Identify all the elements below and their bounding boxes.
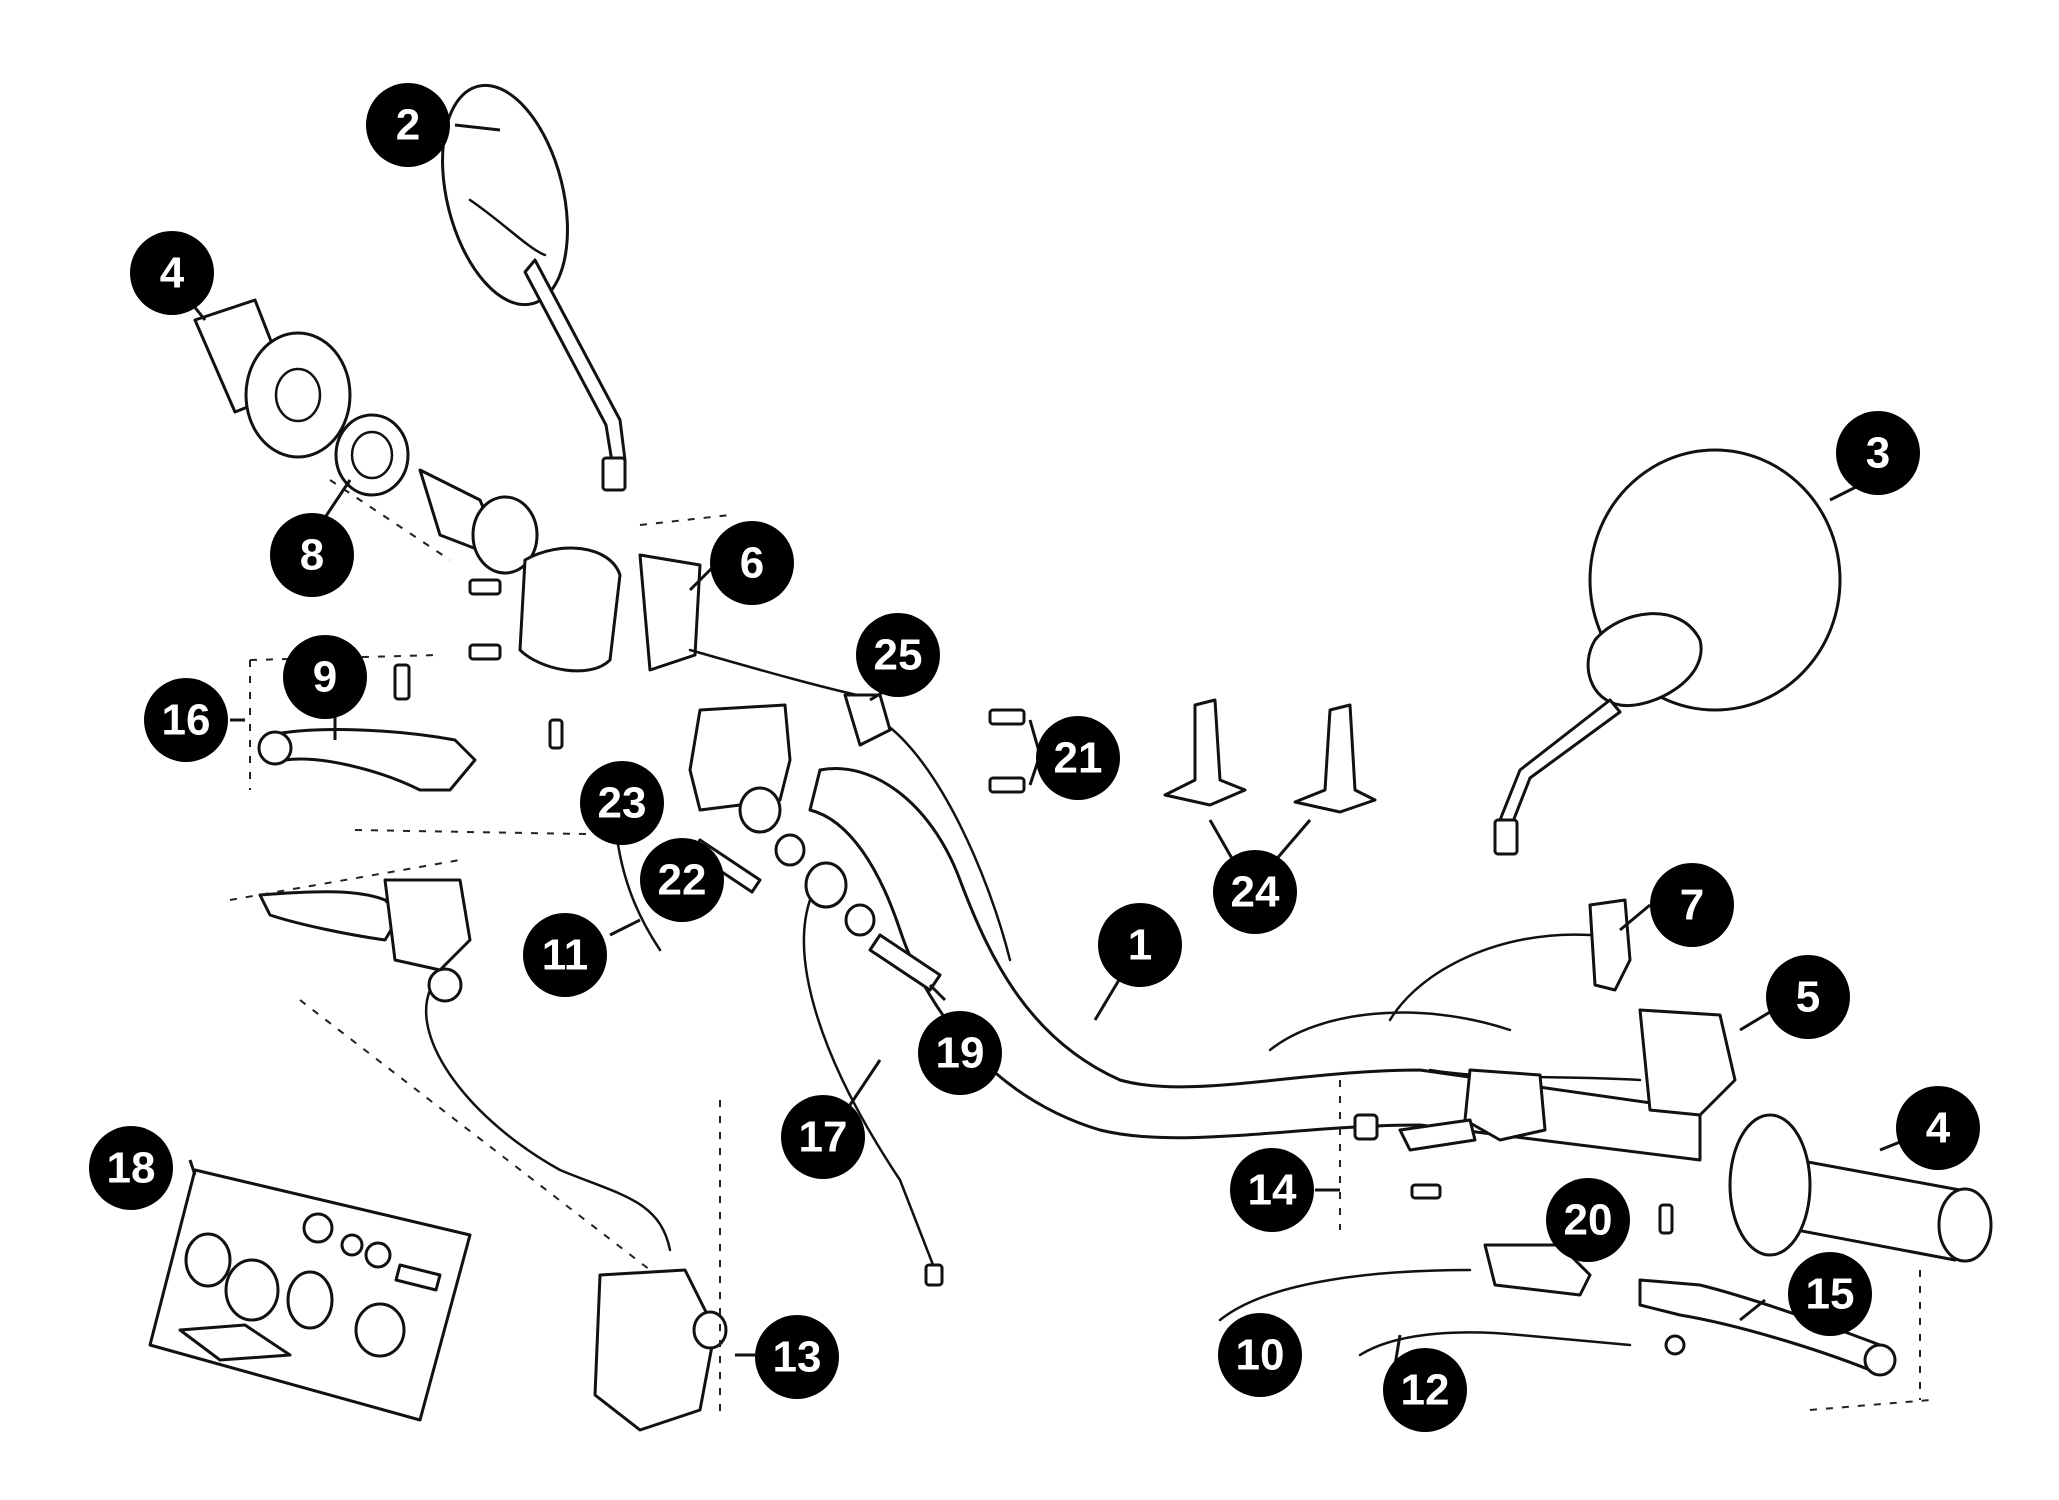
- callout-5: 5: [1766, 955, 1850, 1039]
- switch-housing-left: [518, 546, 882, 702]
- callout-11: 11: [523, 913, 607, 997]
- throttle-cable: [1218, 1268, 1472, 1322]
- grip-right: [1728, 1113, 1993, 1263]
- svg-text:6: 6: [740, 539, 764, 588]
- svg-text:3: 3: [1866, 429, 1890, 478]
- brake-hose: [802, 861, 944, 1287]
- svg-text:5: 5: [1796, 973, 1820, 1022]
- svg-text:9: 9: [313, 653, 337, 702]
- brake-caliper: [593, 1268, 728, 1432]
- svg-text:21: 21: [1054, 734, 1103, 783]
- svg-text:20: 20: [1564, 1196, 1613, 1245]
- svg-text:25: 25: [874, 631, 923, 680]
- lever-left: [249, 654, 477, 792]
- svg-text:4: 4: [1926, 1104, 1951, 1153]
- callout-10: 10: [1218, 1313, 1302, 1397]
- callout-1: 1: [1098, 903, 1182, 987]
- svg-text:23: 23: [598, 779, 647, 828]
- callout-3: 3: [1836, 411, 1920, 495]
- svg-text:10: 10: [1236, 1331, 1285, 1380]
- callout-8: 8: [270, 513, 354, 597]
- callout-23: 23: [580, 761, 664, 845]
- svg-text:14: 14: [1248, 1166, 1297, 1215]
- callout-13: 13: [755, 1315, 839, 1399]
- svg-text:11: 11: [542, 931, 589, 980]
- svg-text:24: 24: [1231, 868, 1280, 917]
- callout-17: 17: [781, 1095, 865, 1179]
- svg-text:16: 16: [162, 696, 211, 745]
- callout-7: 7: [1650, 863, 1734, 947]
- clutch-perch: [1483, 1243, 1592, 1297]
- svg-text:17: 17: [799, 1113, 848, 1162]
- svg-text:18: 18: [107, 1144, 156, 1193]
- callout-18: 18: [89, 1126, 173, 1210]
- svg-text:22: 22: [658, 856, 707, 905]
- grip-left: [193, 298, 352, 459]
- mirror-left: [441, 83, 627, 492]
- guide-lines: [229, 479, 1931, 1420]
- callout-16: 16: [144, 678, 228, 762]
- svg-text:2: 2: [396, 101, 420, 150]
- svg-text:13: 13: [773, 1333, 822, 1382]
- callout-22: 22: [640, 838, 724, 922]
- handlebar-clamp: [843, 693, 892, 747]
- callout-2: 2: [366, 83, 450, 167]
- svg-text:19: 19: [936, 1029, 985, 1078]
- callout-12: 12: [1383, 1348, 1467, 1432]
- brake-lever-assembly: [258, 878, 672, 1252]
- callout-21: 21: [1036, 716, 1120, 800]
- callout-24: 24: [1213, 850, 1297, 934]
- bar-end-plug-a: [1163, 698, 1247, 807]
- throttle-tube: [418, 468, 539, 575]
- svg-text:1: 1: [1128, 921, 1152, 970]
- callout-14: 14: [1230, 1148, 1314, 1232]
- caliper-seal-kit: [148, 1168, 472, 1422]
- svg-text:7: 7: [1680, 881, 1704, 930]
- callout-19: 19: [918, 1011, 1002, 1095]
- svg-text:8: 8: [300, 531, 324, 580]
- callout-4-right: 4: [1896, 1086, 1980, 1170]
- callout-9: 9: [283, 635, 367, 719]
- svg-text:15: 15: [1806, 1270, 1855, 1319]
- handlebar: [808, 718, 1702, 1162]
- callout-6: 6: [710, 521, 794, 605]
- bar-end-plug-b: [1293, 703, 1377, 814]
- master-cylinder: [688, 703, 806, 867]
- svg-text:12: 12: [1401, 1366, 1450, 1415]
- mirror-right: [1493, 448, 1842, 856]
- screw-set-left: [393, 578, 1026, 794]
- lever-bracket-right: [1339, 1068, 1547, 1230]
- svg-text:4: 4: [160, 249, 185, 298]
- bolt: [844, 903, 942, 992]
- brake-light-switch: [1388, 898, 1632, 1022]
- callout-20: 20: [1546, 1178, 1630, 1262]
- callout-25: 25: [856, 613, 940, 697]
- washer: [334, 413, 410, 497]
- choke-cable: [1358, 1331, 1632, 1357]
- callout-4-left: 4: [130, 231, 214, 315]
- callout-15: 15: [1788, 1252, 1872, 1336]
